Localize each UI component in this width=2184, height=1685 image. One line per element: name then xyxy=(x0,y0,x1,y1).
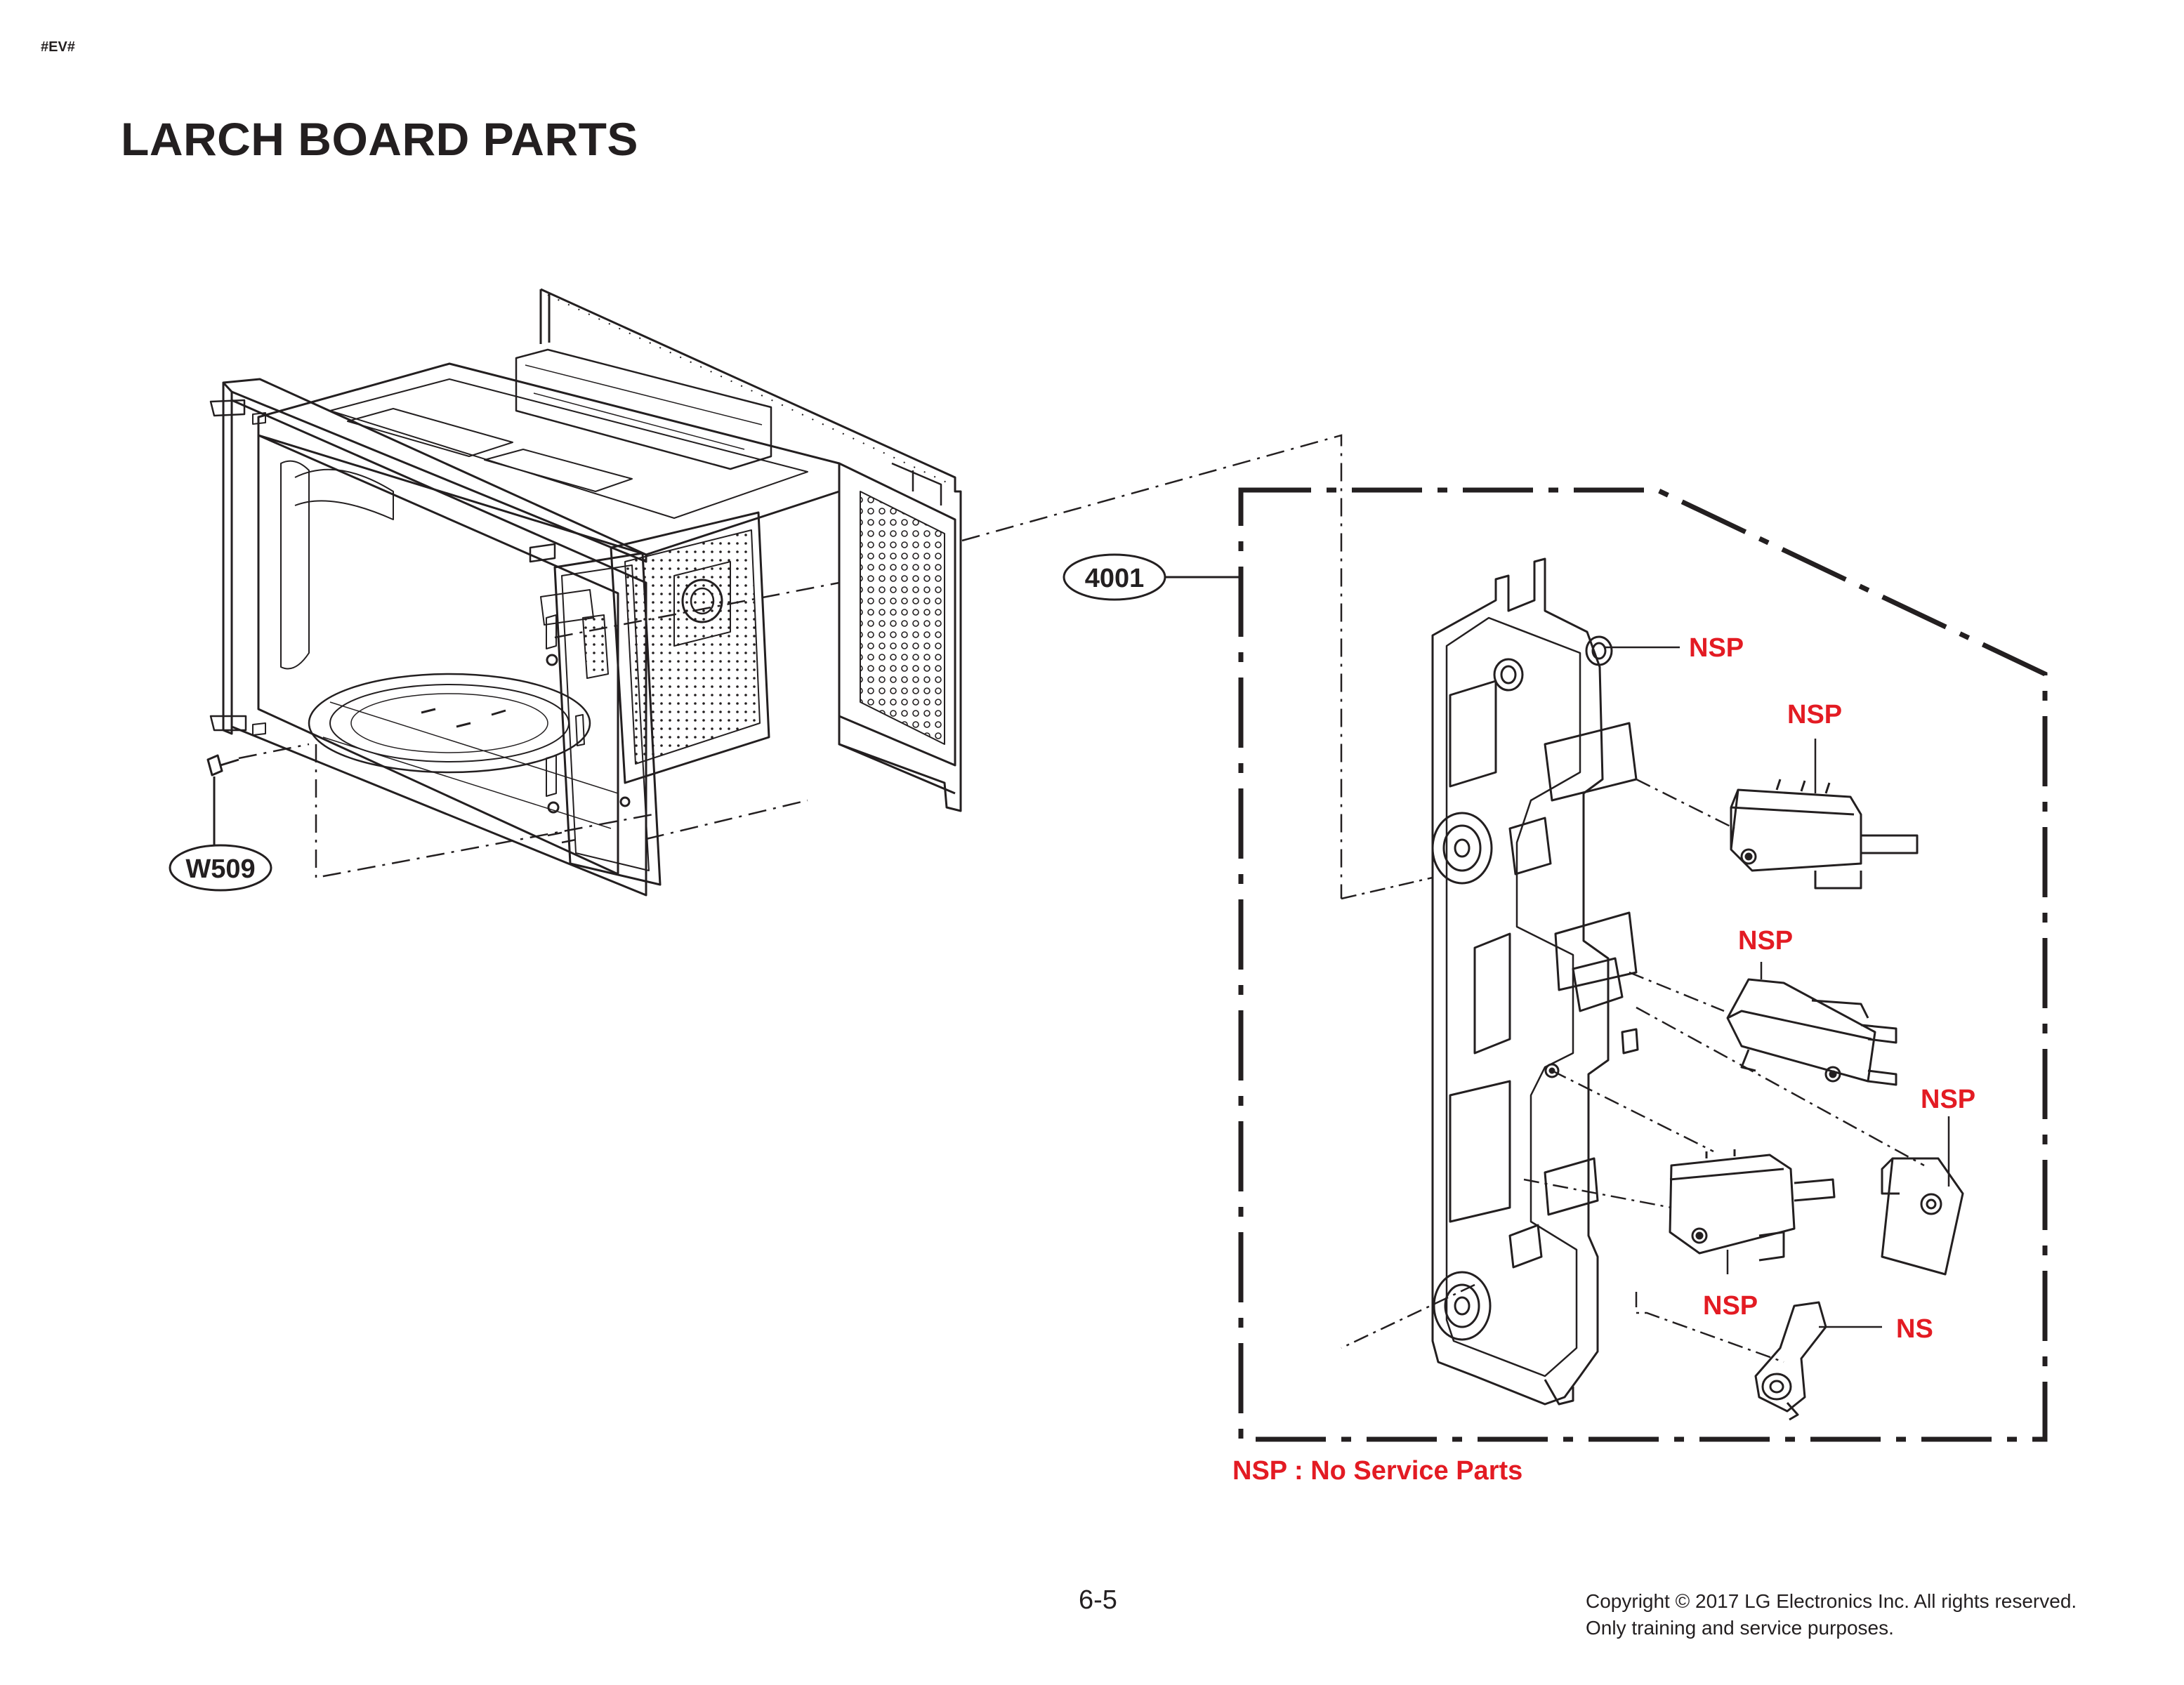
copyright-line-2: Only training and service purposes. xyxy=(1586,1617,1894,1639)
microwave-cavity xyxy=(206,288,962,897)
nsp-label-switch-bottom: NSP xyxy=(1703,1291,1758,1321)
door-lever-part xyxy=(1881,1157,1964,1276)
ns-label-cam: NS xyxy=(1896,1314,1933,1344)
latch-board xyxy=(1431,557,1639,1406)
nsp-legend: NSP : No Service Parts xyxy=(1232,1456,1523,1486)
callout-w509: W509 xyxy=(169,777,272,892)
assembly-lines xyxy=(1341,778,1925,1363)
nsp-leader-lines xyxy=(1605,646,1950,1328)
nsp-label-switch-middle: NSP xyxy=(1738,926,1793,956)
cam-part xyxy=(1754,1301,1827,1421)
page-title: LARCH BOARD PARTS xyxy=(121,113,638,165)
assembly-4001-boundary xyxy=(1238,487,2048,1442)
callout-4001: 4001 xyxy=(1063,553,1239,601)
nsp-label-latch-board: NSP xyxy=(1689,633,1744,663)
callout-w509-label: W509 xyxy=(185,854,255,884)
micro-switch-top xyxy=(1730,779,1919,890)
document-code: #EV# xyxy=(41,39,75,55)
page-number: 6-5 xyxy=(1079,1585,1117,1615)
callout-4001-label: 4001 xyxy=(1085,564,1145,593)
copyright-notice: Copyright © 2017 LG Electronics Inc. All… xyxy=(1586,1588,2077,1641)
copyright-line-1: Copyright © 2017 LG Electronics Inc. All… xyxy=(1586,1590,2077,1612)
micro-switch-middle xyxy=(1726,978,1897,1086)
explode-lines xyxy=(238,434,1343,899)
nsp-label-switch-top: NSP xyxy=(1787,700,1842,729)
micro-switch-bottom xyxy=(1669,1149,1836,1262)
nsp-label-lever: NSP xyxy=(1921,1085,1975,1114)
